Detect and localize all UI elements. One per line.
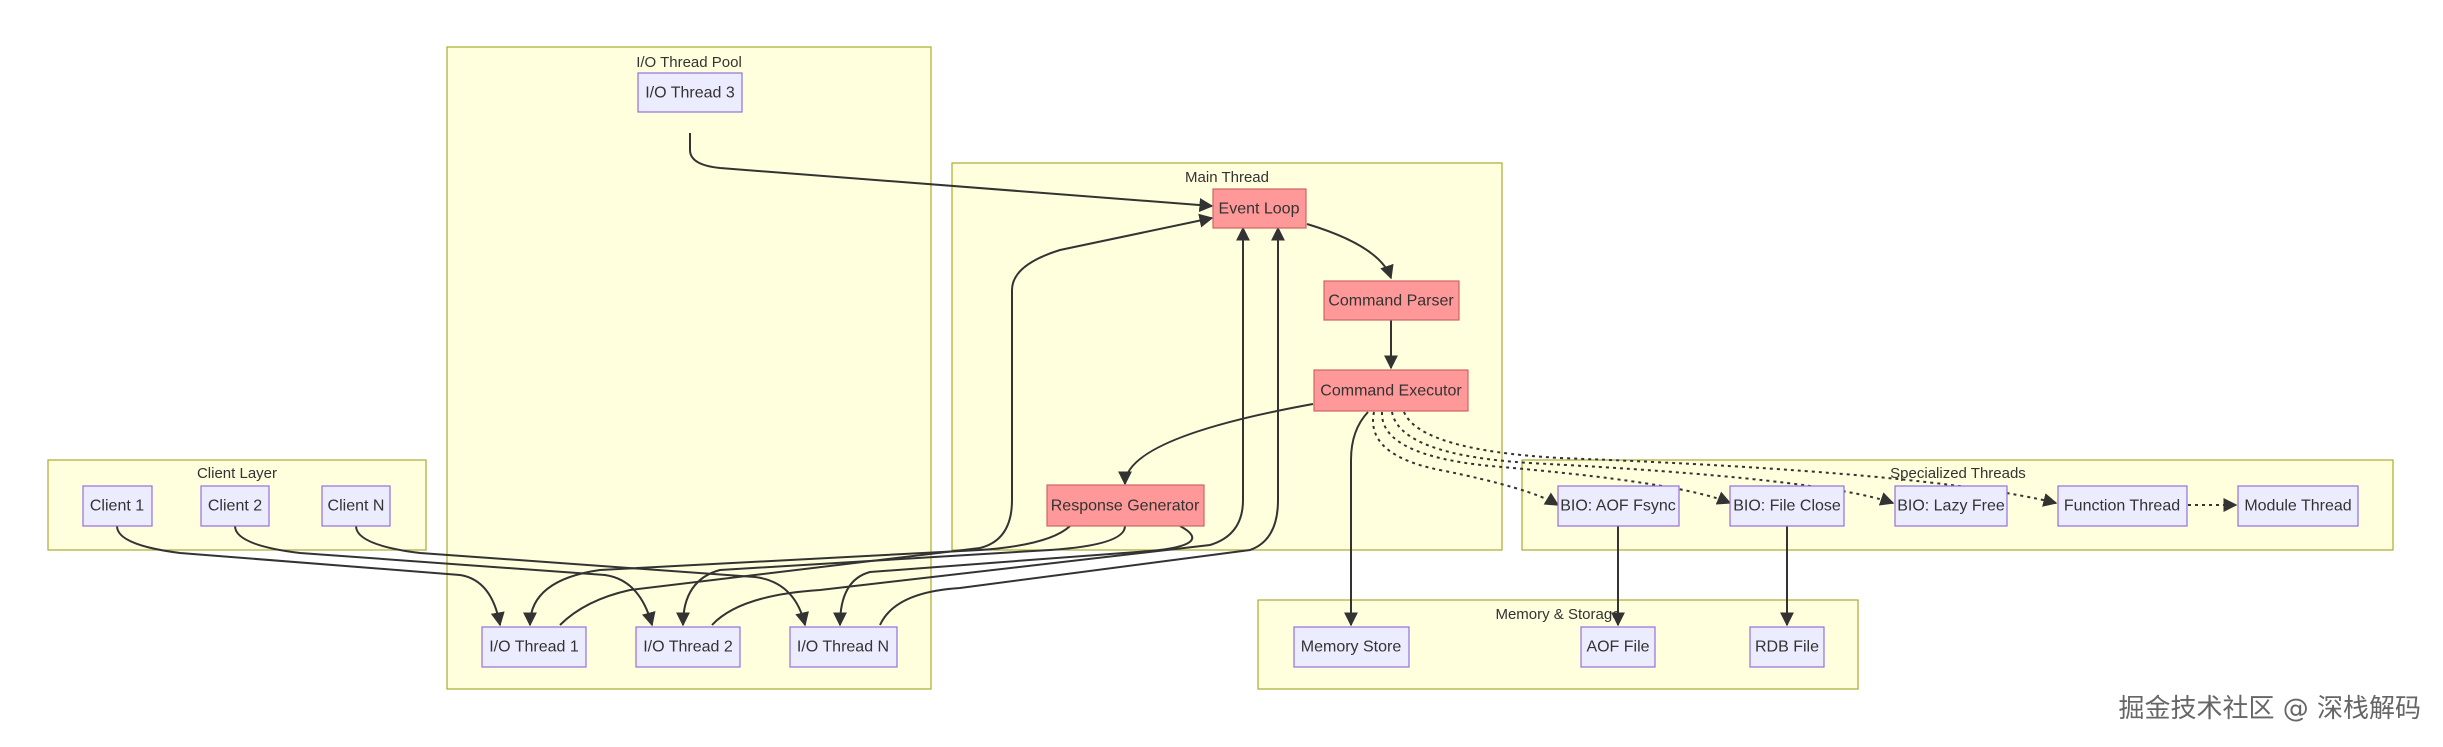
node-label: I/O Thread N	[797, 639, 889, 656]
edge-client1-to-io1	[116, 525, 505, 627]
cluster-label-main-thread: Main Thread	[1185, 169, 1269, 186]
node-bio-file-close[interactable]: BIO: File Close	[1729, 485, 1845, 527]
edge-clientN-to-ioN	[355, 525, 809, 627]
cluster-label-client-layer: Client Layer	[197, 465, 277, 482]
edge-executor-to-bio-close	[1380, 411, 1732, 505]
edge-executor-to-memory-store	[1344, 411, 1369, 627]
node-io-thread-n[interactable]: I/O Thread N	[789, 626, 898, 668]
edge-io1-to-event-loop	[559, 213, 1214, 626]
node-io-thread-3[interactable]: I/O Thread 3	[637, 72, 743, 113]
node-label: BIO: File Close	[1733, 498, 1841, 515]
node-response-generator[interactable]: Response Generator	[1046, 484, 1205, 527]
node-label: BIO: AOF Fsync	[1560, 498, 1676, 515]
node-label: Module Thread	[2244, 498, 2351, 515]
edge-ioN-to-event-loop	[879, 226, 1285, 626]
edge-io2-to-event-loop	[711, 226, 1250, 626]
node-module-thread[interactable]: Module Thread	[2237, 485, 2359, 527]
node-bio-aof-fsync[interactable]: BIO: AOF Fsync	[1557, 485, 1680, 527]
node-label: RDB File	[1755, 639, 1819, 656]
node-command-parser[interactable]: Command Parser	[1323, 280, 1460, 321]
node-client-2[interactable]: Client 2	[200, 485, 270, 527]
node-label: BIO: Lazy Free	[1897, 498, 2005, 515]
node-io-thread-2[interactable]: I/O Thread 2	[635, 626, 741, 668]
node-event-loop[interactable]: Event Loop	[1212, 188, 1307, 229]
node-label: Event Loop	[1219, 201, 1300, 218]
edge-executor-to-bio-lazy	[1391, 411, 1895, 506]
edge-executor-to-response	[1118, 403, 1314, 486]
node-label: I/O Thread 1	[489, 639, 579, 656]
edge-client2-to-io2	[234, 525, 656, 627]
node-label: Client 2	[208, 498, 262, 515]
edges	[116, 133, 2238, 627]
cluster-label-io-thread-pool: I/O Thread Pool	[636, 54, 742, 71]
cluster-label-memory-storage: Memory & Storage	[1495, 606, 1620, 623]
node-label: AOF File	[1586, 639, 1649, 656]
node-label: I/O Thread 2	[643, 639, 733, 656]
watermark: 掘金技术社区 @ 深栈解码	[2118, 694, 2421, 724]
edge-executor-to-function-thread	[1403, 411, 2058, 507]
node-client-n[interactable]: Client N	[321, 485, 391, 527]
node-memory-store[interactable]: Memory Store	[1293, 626, 1410, 668]
node-label: Memory Store	[1301, 639, 1402, 656]
node-bio-lazy-free[interactable]: BIO: Lazy Free	[1894, 485, 2008, 527]
edge-response-to-io2	[676, 525, 1126, 627]
node-label: Command Executor	[1320, 383, 1462, 400]
node-io-thread-1[interactable]: I/O Thread 1	[481, 626, 587, 668]
cluster-label-specialized-threads: Specialized Threads	[1890, 465, 2026, 482]
edge-io3-to-event-loop	[689, 133, 1214, 213]
node-client-1[interactable]: Client 1	[82, 485, 153, 527]
node-label: Command Parser	[1328, 293, 1454, 310]
node-function-thread[interactable]: Function Thread	[2057, 485, 2188, 527]
node-label: Function Thread	[2064, 498, 2180, 515]
edge-executor-to-bio-aof	[1372, 411, 1560, 506]
node-rdb-file[interactable]: RDB File	[1749, 626, 1825, 668]
edge-event-loop-to-parser	[1306, 223, 1394, 280]
node-label: I/O Thread 3	[645, 85, 735, 102]
node-label: Response Generator	[1051, 498, 1200, 515]
node-command-executor[interactable]: Command Executor	[1313, 369, 1469, 412]
edge-response-to-io1	[523, 525, 1071, 627]
node-aof-file[interactable]: AOF File	[1580, 626, 1656, 668]
node-label: Client N	[328, 498, 385, 515]
node-label: Client 1	[90, 498, 144, 515]
